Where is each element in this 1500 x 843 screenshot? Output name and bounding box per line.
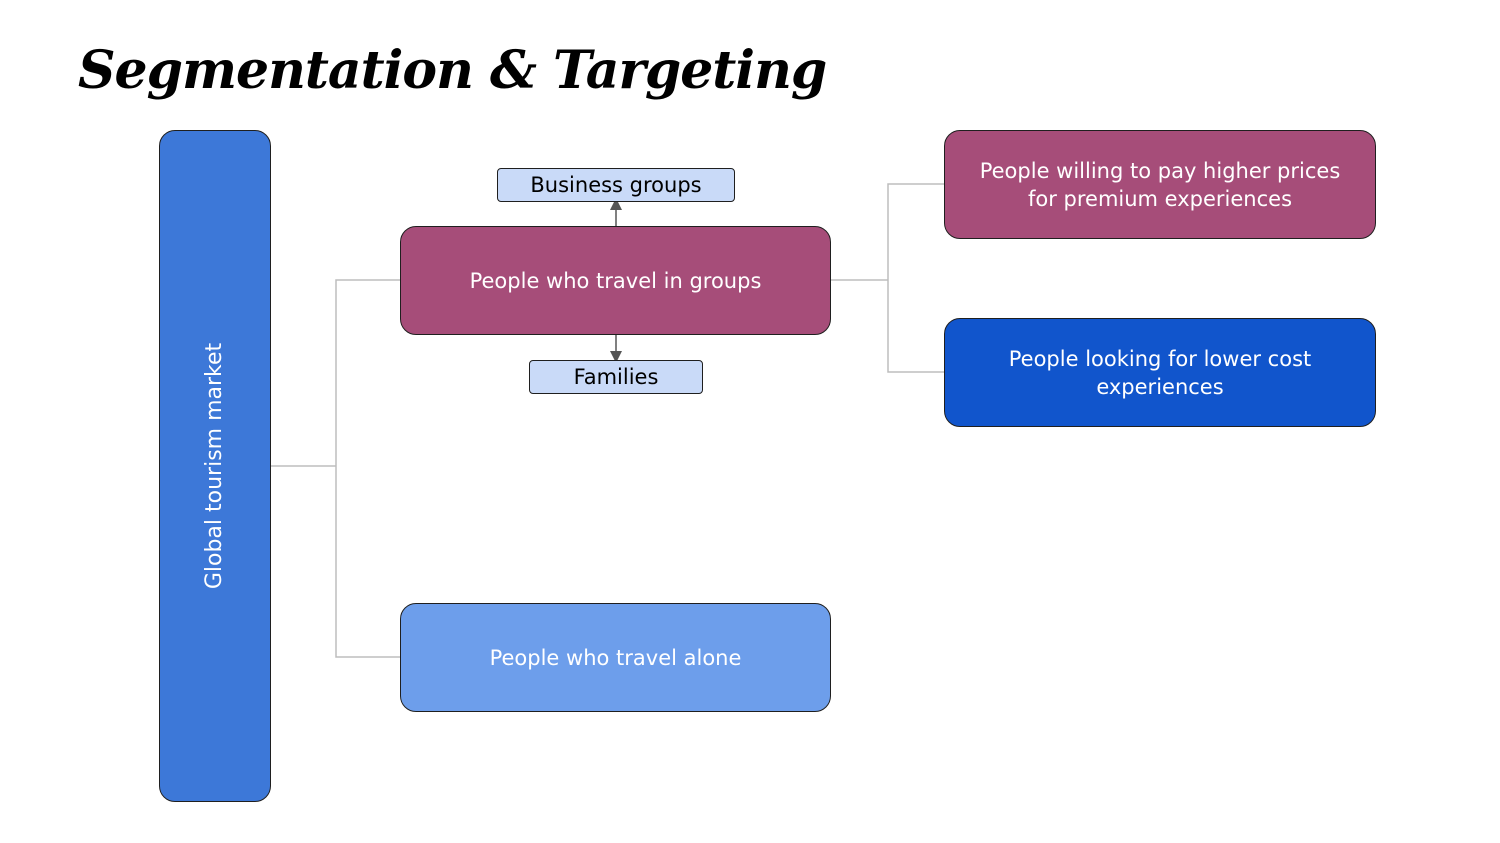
slide-title: Segmentation & Targeting	[78, 40, 827, 101]
node-lower-cost-experiences-label: People looking for lower cost experience…	[1008, 346, 1312, 399]
node-travel-alone-label: People who travel alone	[489, 645, 742, 670]
connector-targets-bracket	[887, 183, 944, 373]
tag-business-groups-label: Business groups	[530, 173, 702, 197]
tag-families-label: Families	[573, 365, 659, 389]
node-travel-in-groups-label: People who travel in groups	[469, 268, 762, 293]
node-travel-in-groups[interactable]: People who travel in groups	[400, 226, 831, 335]
tag-families[interactable]: Families	[529, 360, 703, 394]
node-premium-experiences-label: People willing to pay higher prices for …	[979, 158, 1341, 211]
node-premium-experiences[interactable]: People willing to pay higher prices for …	[944, 130, 1376, 239]
tag-business-groups[interactable]: Business groups	[497, 168, 735, 202]
connector-segments-bracket	[335, 279, 400, 658]
node-lower-cost-experiences[interactable]: People looking for lower cost experience…	[944, 318, 1376, 427]
node-travel-alone[interactable]: People who travel alone	[400, 603, 831, 712]
node-global-tourism-market[interactable]: Global tourism market	[159, 130, 271, 802]
node-global-tourism-market-label: Global tourism market	[202, 342, 228, 590]
